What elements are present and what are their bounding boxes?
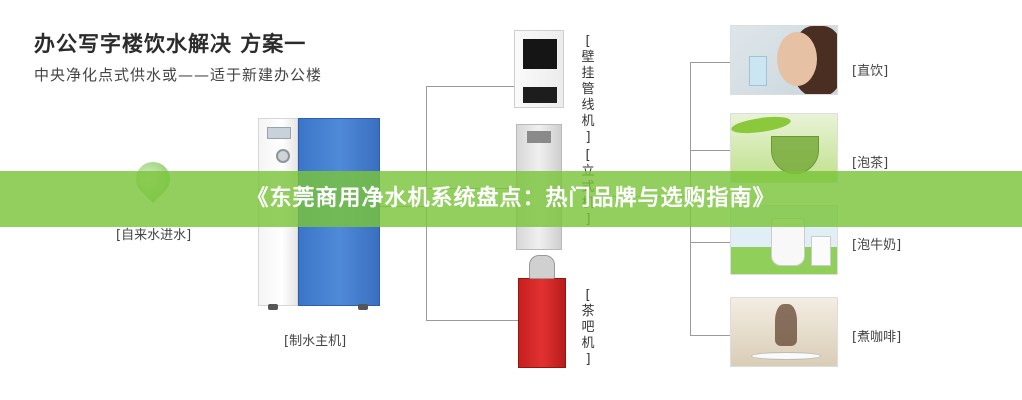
- coffee-photo: [730, 297, 838, 367]
- milk-cup: [811, 236, 831, 266]
- connector-line: [690, 150, 730, 151]
- dispenser-window: [527, 131, 551, 143]
- face: [777, 32, 817, 86]
- water-glass: [749, 56, 767, 86]
- connector-line: [426, 86, 514, 87]
- saucer: [751, 352, 821, 360]
- page-title: 办公写字楼饮水解决 方案一: [34, 32, 307, 56]
- wall-mounted-dispenser-image: [514, 30, 564, 108]
- control-panel: [267, 127, 291, 139]
- tea-photo: [730, 113, 838, 183]
- dispenser-tray: [523, 87, 557, 103]
- connector-line: [690, 242, 730, 243]
- tea-cup: [771, 136, 819, 174]
- coffee-pot: [775, 304, 797, 346]
- tea-bar-machine-image: [518, 255, 566, 368]
- dispenser-screen: [523, 39, 557, 69]
- device-label-wall: [ 壁 挂 管 线 机 ]: [581, 34, 595, 145]
- foot: [358, 304, 368, 310]
- use-label-coffee: [煮咖啡]: [852, 330, 902, 345]
- use-label-milk: [泡牛奶]: [852, 238, 902, 253]
- device-label-tea-bar: [ 茶 吧 机 ]: [581, 288, 595, 367]
- connector-line: [690, 62, 730, 63]
- source-label: [自来水进水]: [116, 228, 192, 243]
- direct-drinking-photo: [730, 25, 838, 95]
- tea-leaf: [731, 114, 792, 137]
- use-label-tea: [泡茶]: [852, 156, 889, 171]
- foot: [268, 304, 278, 310]
- kettle: [529, 255, 555, 279]
- title-banner: [0, 171, 1022, 227]
- main-unit-label: [制水主机]: [284, 334, 347, 349]
- banner-title: 《东莞商用净水机系统盘点：热门品牌与选购指南》: [246, 186, 776, 211]
- pressure-gauge-icon: [276, 149, 290, 163]
- page-subtitle: 中央净化点式供水或——适于新建办公楼: [34, 66, 323, 84]
- connector-line: [426, 320, 518, 321]
- use-label-direct: [直饮]: [852, 64, 889, 79]
- connector-line: [690, 335, 730, 336]
